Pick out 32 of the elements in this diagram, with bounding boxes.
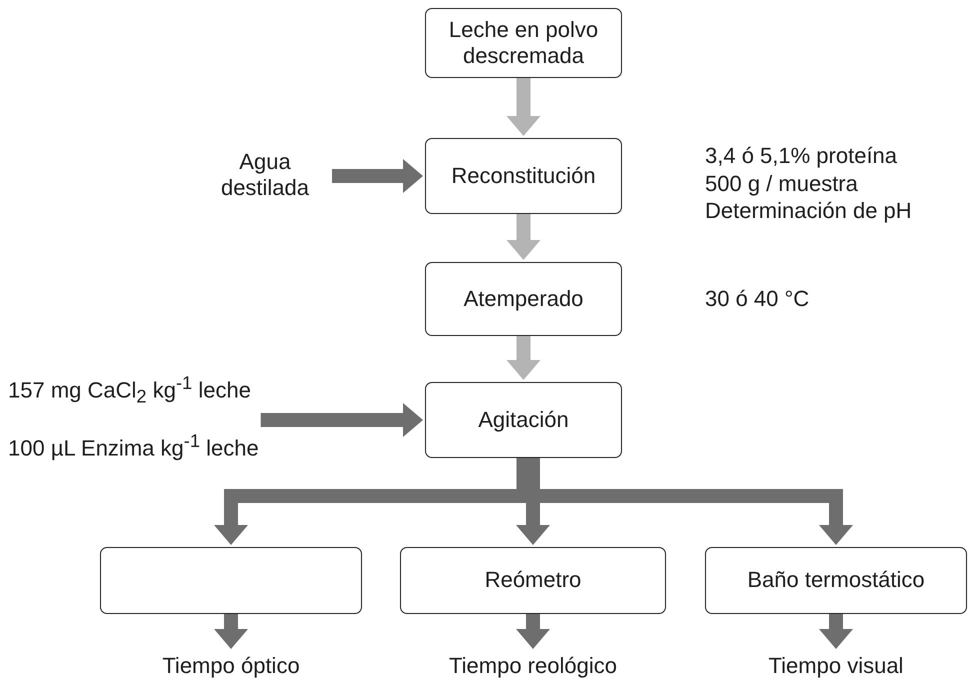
block-arrow xyxy=(506,336,540,380)
step-note: 30 ó 40 °C xyxy=(705,285,810,312)
step-note: Determinación de pH xyxy=(705,197,912,224)
block-arrow xyxy=(506,78,540,136)
process-box xyxy=(425,8,622,78)
step-label: Reconstitución xyxy=(451,162,596,190)
step-label: Atemperado xyxy=(464,286,584,312)
process-box xyxy=(400,547,666,614)
step-label: Agitación xyxy=(478,406,569,434)
block-arrow xyxy=(332,159,423,193)
input-label: Agua destilada xyxy=(220,148,310,202)
input-label: 157 mg CaCl$_{2}$ kg$^{-1}$ leche xyxy=(8,372,251,408)
block-arrow xyxy=(506,214,540,260)
step-label: Leche en polvo descremada xyxy=(448,16,600,70)
block-arrow xyxy=(516,614,550,649)
input-label: Tiempo visual xyxy=(768,652,904,680)
input-label: 100 µL Enzima kg$^{-1}$ leche xyxy=(8,430,259,462)
empty-process-box xyxy=(100,547,362,614)
block-arrow xyxy=(819,614,853,649)
process-box xyxy=(705,547,967,614)
block-arrow xyxy=(260,403,423,437)
block-arrow xyxy=(214,614,248,649)
step-label: Reómetro xyxy=(484,567,582,594)
process-box xyxy=(425,138,622,214)
step-note: 500 g / muestra xyxy=(705,170,859,197)
process-box xyxy=(425,382,622,458)
block-arrow xyxy=(516,458,550,545)
input-label: Tiempo óptico xyxy=(162,652,300,680)
process-box xyxy=(425,262,622,336)
step-label: Baño termostático xyxy=(747,567,925,594)
step-note: 3,4 ó 5,1% proteína xyxy=(705,142,898,170)
input-label: Tiempo reológico xyxy=(449,652,617,680)
